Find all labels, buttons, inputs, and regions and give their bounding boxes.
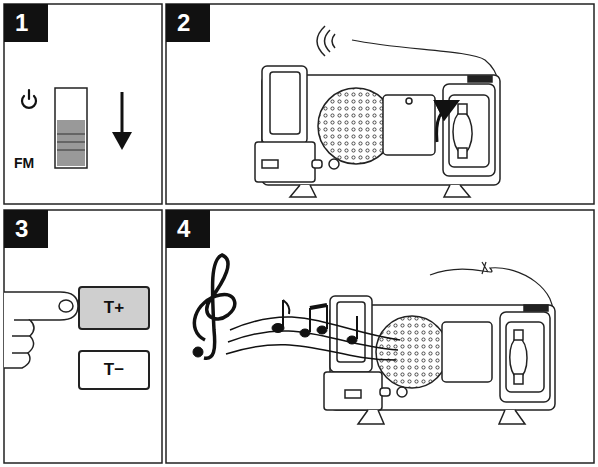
step-number: 2 [177,11,190,35]
tuning-button: T+ [78,286,150,330]
button-text: T+ [104,298,124,318]
step-number: 1 [15,11,28,35]
step-number: 3 [15,217,28,241]
button-text: T− [104,360,124,380]
step-number: 4 [177,217,190,241]
band-label: FM [14,156,34,170]
tuning-button: T− [78,350,150,390]
